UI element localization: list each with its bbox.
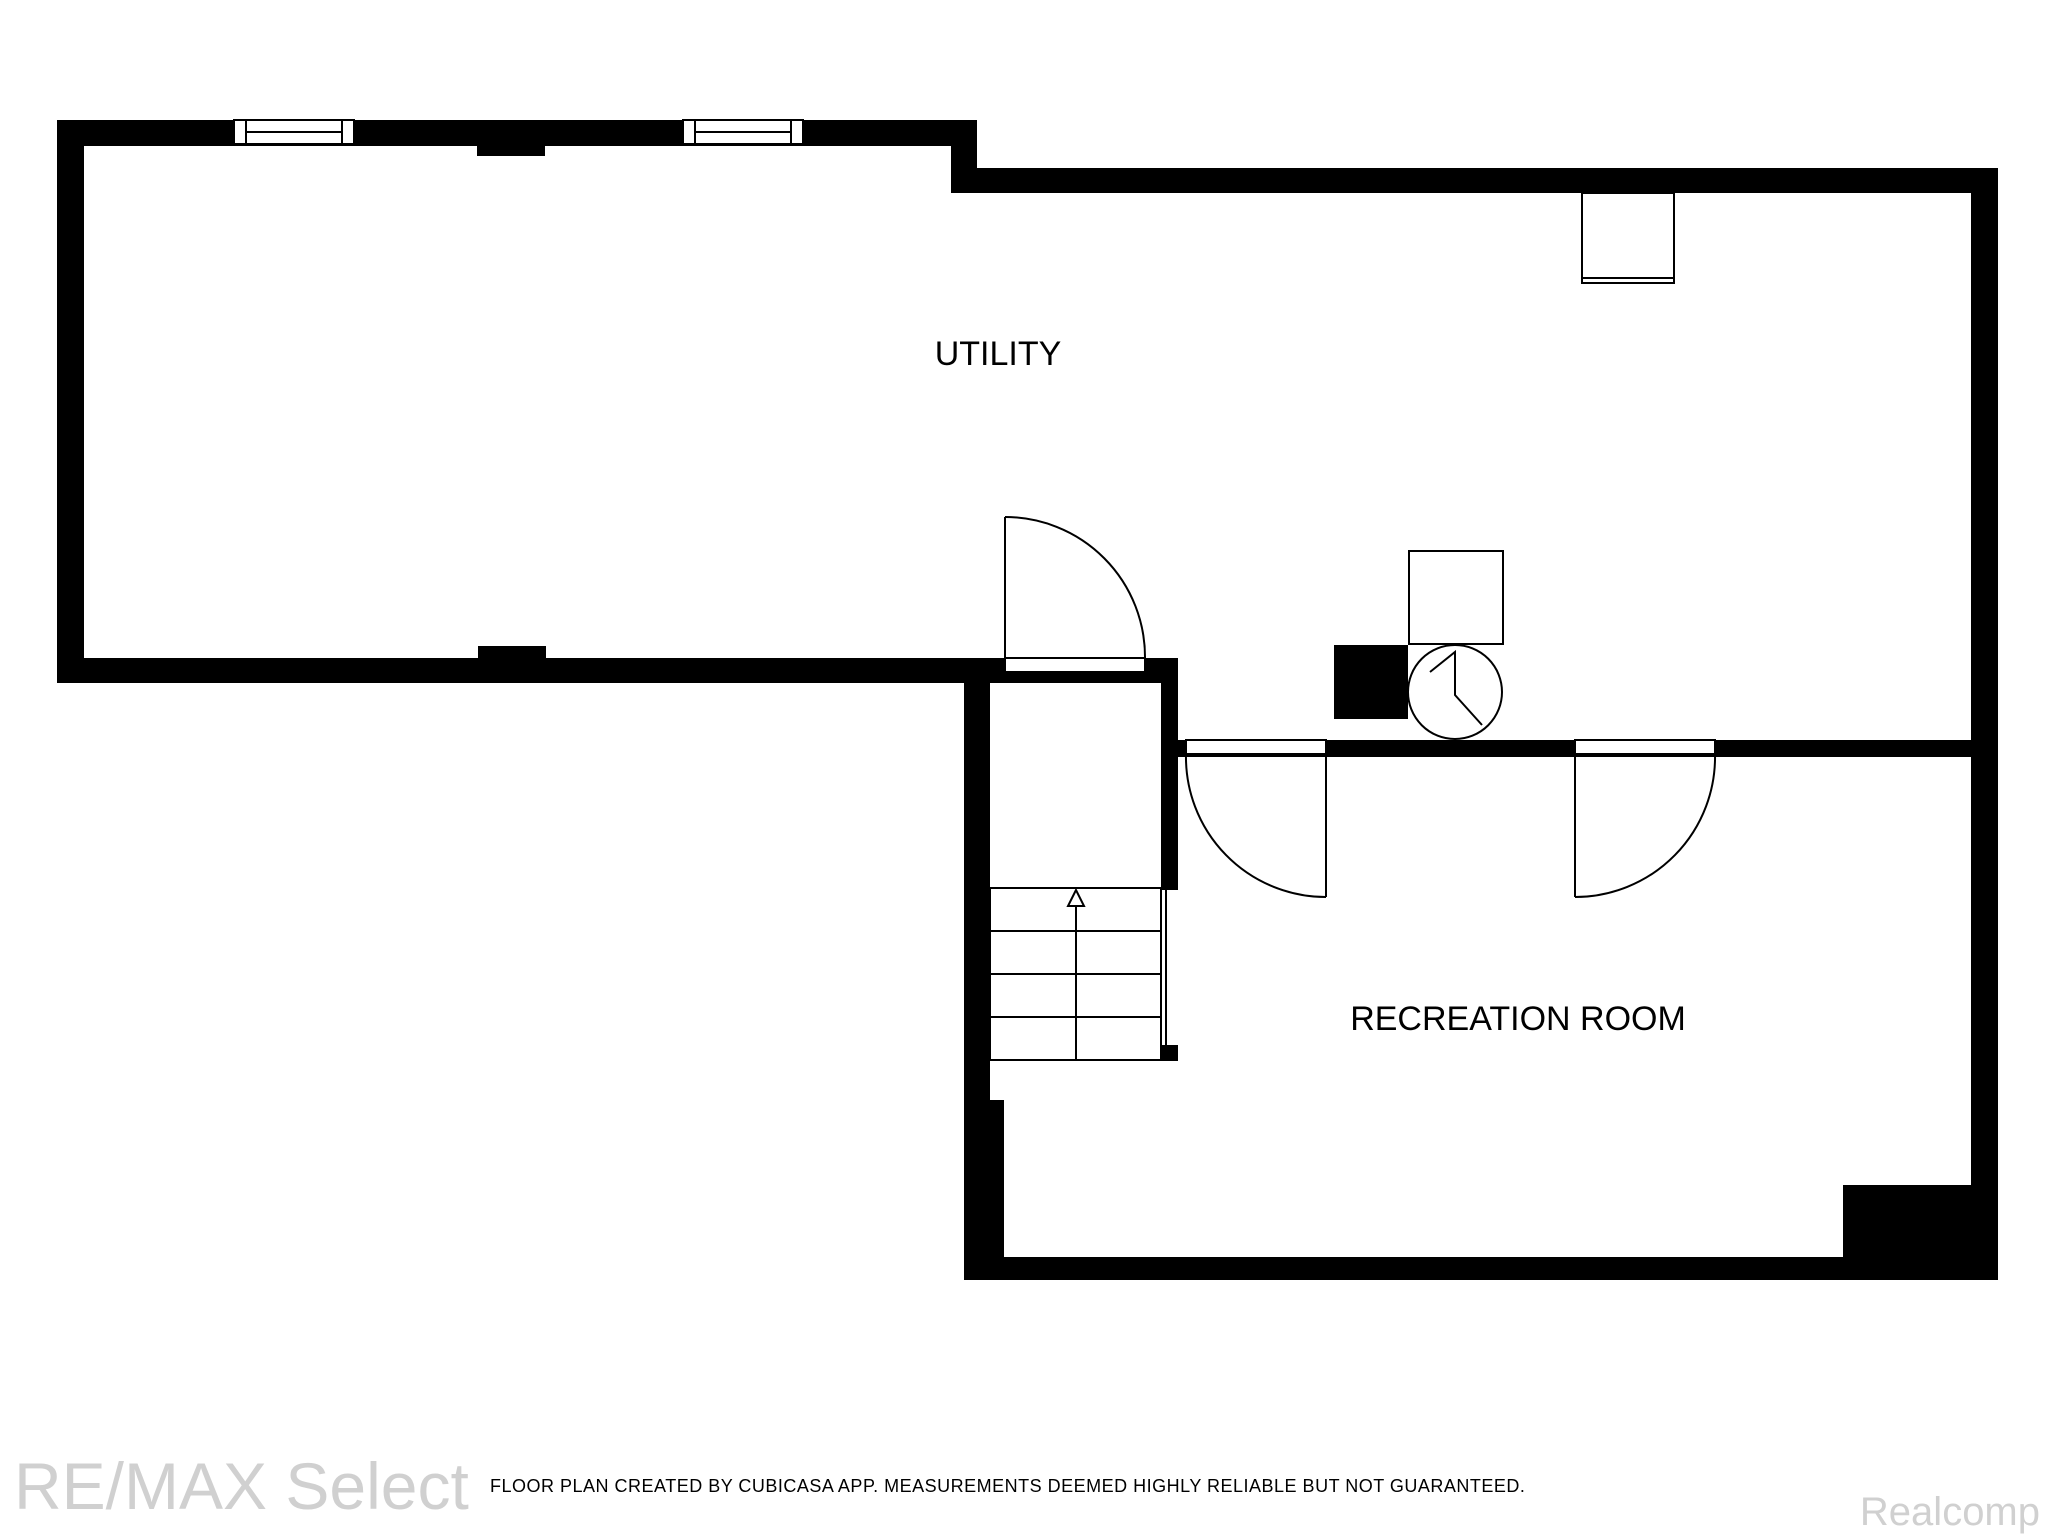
footer-disclaimer: FLOOR PLAN CREATED BY CUBICASA APP. MEAS… [490,1476,1526,1496]
doors [1004,516,1717,898]
door-recreation-left [1184,739,1327,898]
walls [57,120,1998,1280]
column-bottom-right [1843,1185,1998,1280]
wall-recreation-bottom [964,1257,1998,1280]
wall-right [1971,168,1998,1280]
wall-utility-bottom [57,658,1177,683]
watermark-realcomp: Realcomp [1859,1490,2040,1534]
wall-recreation-left-lower [964,1100,1004,1280]
wall-stair-right-stub [1161,1045,1178,1061]
wall-utility-top-right [951,168,1998,193]
appliance-top [1581,192,1675,284]
door-stair [1004,516,1147,673]
wall-utility-left [57,120,84,683]
column-bottom [478,646,546,683]
door-recreation-right [1574,739,1717,898]
room-label-recreation: RECREATION ROOM [1350,1000,1686,1038]
stair-arrow-icon [1066,887,1086,907]
room-label-utility: UTILITY [935,335,1062,373]
wall-stair-right [1161,658,1178,890]
utility-box [1408,550,1504,645]
stairs [989,887,1178,1061]
window-top-2 [682,119,804,145]
fixtures [1407,192,1675,740]
column-top [477,120,545,156]
water-heater-icon [1407,644,1503,740]
window-top-1 [233,119,355,145]
block-utility [1334,645,1408,719]
watermark-remax: RE/MAX Select [14,1449,469,1523]
windows [233,119,804,145]
